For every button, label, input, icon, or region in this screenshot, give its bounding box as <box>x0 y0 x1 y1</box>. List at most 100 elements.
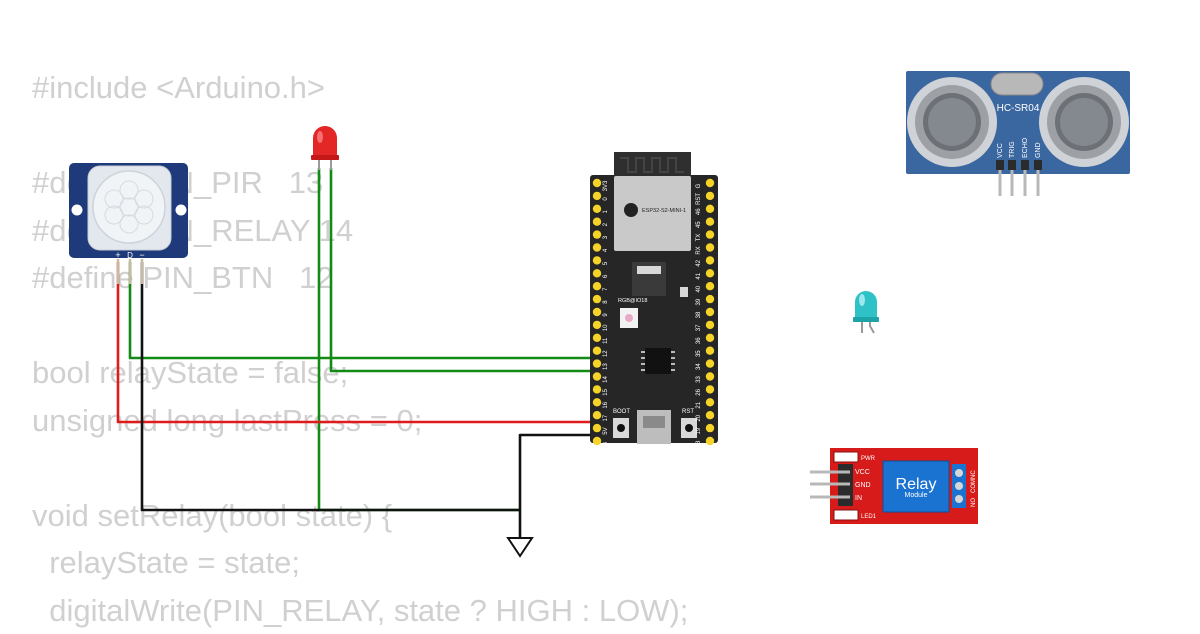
esp32-left-pin[interactable] <box>593 192 601 200</box>
esp32-right-pin-label: 34 <box>696 363 702 370</box>
ultrasonic-transmitter <box>907 77 997 167</box>
ultrasonic-label: HC-SR04 <box>997 103 1040 114</box>
esp32-left-pin[interactable] <box>593 359 601 367</box>
esp32-left-pin-label: 17 <box>603 414 609 421</box>
wire-led-gpio14[interactable] <box>331 168 598 371</box>
esp32-right-pin[interactable] <box>706 205 714 213</box>
esp32-right-pin[interactable] <box>706 282 714 290</box>
esp32-right-pin-label: 19 <box>696 427 702 434</box>
esp32-right-pin-label: 42 <box>696 259 702 266</box>
esp32-right-pin-label: 38 <box>696 311 702 318</box>
esp32-right-pin[interactable] <box>706 295 714 303</box>
esp32-left-pin-label: 3V3 <box>603 180 609 191</box>
esp32-right-pin-label: 41 <box>696 272 702 279</box>
esp32-usb-port[interactable] <box>637 410 671 444</box>
esp32-left-pin-label: 12 <box>603 350 609 357</box>
esp32-left-pin-label: 5V <box>603 427 609 434</box>
esp32-right-pin-label: 36 <box>696 337 702 344</box>
esp32-left-pin[interactable] <box>593 308 601 316</box>
esp32-left-pin[interactable] <box>593 411 601 419</box>
pir-pin-d-label: D <box>127 251 133 260</box>
relay-pin-gnd: GND <box>855 482 871 489</box>
esp32-rgb-label: RGB@IO18 <box>618 298 647 304</box>
esp32-right-pin-label: 35 <box>696 350 702 357</box>
esp32-right-pin-label: TX <box>696 234 702 242</box>
esp32-right-pin[interactable] <box>706 256 714 264</box>
cyan-led[interactable] <box>853 291 879 333</box>
relay-module[interactable]: PWR LED1 VCC GND IN Relay Module NO COM … <box>810 448 978 524</box>
esp32-left-pin-label: 10 <box>603 324 609 331</box>
esp32-right-pin[interactable] <box>706 372 714 380</box>
esp32-left-pin[interactable] <box>593 372 601 380</box>
esp32-right-pin[interactable] <box>706 424 714 432</box>
esp32-right-pin-label: 39 <box>696 298 702 305</box>
esp32-right-pin[interactable] <box>706 243 714 251</box>
esp32-right-pin[interactable] <box>706 437 714 445</box>
wire-pir-data-gpio13[interactable] <box>130 262 598 358</box>
esp32-left-pin[interactable] <box>593 205 601 213</box>
esp32-rst-label: RST <box>682 409 694 415</box>
esp32-right-pin[interactable] <box>706 411 714 419</box>
esp32-left-pin[interactable] <box>593 256 601 264</box>
esp32-left-pin[interactable] <box>593 334 601 342</box>
esp32-right-pin-label: RST <box>696 193 702 205</box>
esp32-right-pin[interactable] <box>706 230 714 238</box>
wire-pir-vcc-5v[interactable] <box>118 262 598 422</box>
relay-title: Relay <box>896 476 937 493</box>
esp32-right-pin-label: 21 <box>696 401 702 408</box>
esp32-right-pin[interactable] <box>706 308 714 316</box>
esp32-right-pin[interactable] <box>706 218 714 226</box>
relay-subtitle: Module <box>905 492 928 499</box>
relay-pin-in: IN <box>855 495 862 502</box>
esp32-right-pin-label: 45 <box>696 221 702 228</box>
esp32-left-pin[interactable] <box>593 321 601 329</box>
esp32-left-pin[interactable] <box>593 385 601 393</box>
wire-led-ground[interactable] <box>319 168 520 510</box>
esp32-left-pin[interactable] <box>593 179 601 187</box>
ultrasonic-pin-label: TRIG <box>1009 141 1016 158</box>
esp32-left-pin-label: 16 <box>603 401 609 408</box>
relay-pin-no: NO <box>971 498 977 507</box>
esp32-right-pin-label: 18 <box>696 440 702 447</box>
relay-pin-nc: NC <box>971 470 977 479</box>
esp32-left-pin[interactable] <box>593 243 601 251</box>
esp32-right-pin[interactable] <box>706 192 714 200</box>
esp32-right-pin[interactable] <box>706 321 714 329</box>
esp32-left-pin[interactable] <box>593 398 601 406</box>
esp32-left-pin[interactable] <box>593 437 601 445</box>
pir-pin-minus-label: − <box>139 250 144 260</box>
relay-pin-vcc: VCC <box>855 469 870 476</box>
ultrasonic-receiver <box>1039 77 1129 167</box>
esp32-left-pin-label: 11 <box>603 337 609 344</box>
esp32-right-pin[interactable] <box>706 334 714 342</box>
esp32-left-pin[interactable] <box>593 218 601 226</box>
esp32-left-pin[interactable] <box>593 282 601 290</box>
esp32-left-pin[interactable] <box>593 230 601 238</box>
esp32-right-pin-label: 20 <box>696 414 702 421</box>
esp32-left-pin[interactable] <box>593 269 601 277</box>
esp32-right-pin[interactable] <box>706 398 714 406</box>
pir-pin-plus-label: + <box>115 250 120 260</box>
esp32-boot-label: BOOT <box>613 409 630 415</box>
esp32-left-pin[interactable] <box>593 295 601 303</box>
esp32-right-pin[interactable] <box>706 385 714 393</box>
esp32-left-pin[interactable] <box>593 424 601 432</box>
esp32-right-pin[interactable] <box>706 347 714 355</box>
esp32-s2-board[interactable]: ESP32-S2-MINI-1 RGB@IO18 BOOT RST 3V3012… <box>590 152 718 447</box>
esp32-rst-button[interactable] <box>681 418 697 438</box>
esp32-right-pin-label: 37 <box>696 324 702 331</box>
esp32-left-pin-label: 13 <box>603 363 609 370</box>
ultrasonic-pin-label: ECHO <box>1022 137 1029 158</box>
pir-motion-sensor[interactable]: + D − <box>69 163 188 284</box>
esp32-right-pin[interactable] <box>706 359 714 367</box>
esp32-right-pin-label: RX <box>696 246 702 254</box>
esp32-right-pin[interactable] <box>706 269 714 277</box>
ultrasonic-pin-label: GND <box>1035 142 1042 158</box>
esp32-left-pin[interactable] <box>593 347 601 355</box>
esp32-right-pin[interactable] <box>706 179 714 187</box>
wire-esp-gnd[interactable] <box>520 435 598 538</box>
red-led[interactable] <box>311 126 339 170</box>
esp32-boot-button[interactable] <box>613 418 629 438</box>
